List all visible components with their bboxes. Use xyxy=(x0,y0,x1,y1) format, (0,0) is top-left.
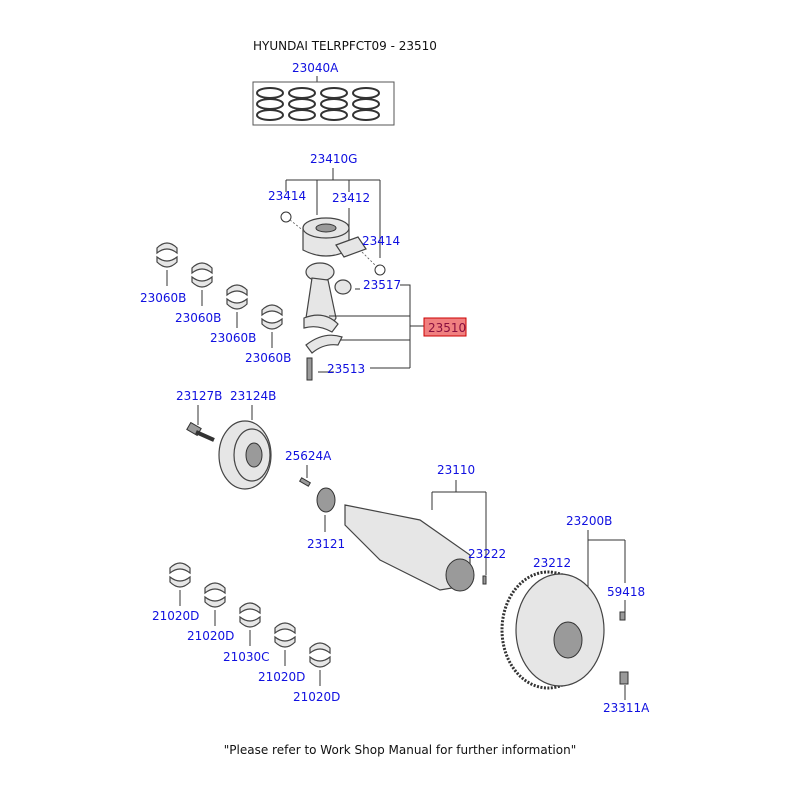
bearing-shell xyxy=(274,622,296,666)
bearing-shell xyxy=(169,562,191,606)
part-label-23121[interactable]: 23121 xyxy=(307,537,345,551)
part-label-21030C[interactable]: 21030C xyxy=(223,650,270,664)
bearing-shell xyxy=(309,642,331,686)
bearing-shell xyxy=(261,304,283,348)
part-label-23412[interactable]: 23412 xyxy=(332,191,370,205)
bearing-shell xyxy=(204,582,226,626)
piston-ring xyxy=(288,109,316,121)
part-label-23060B[interactable]: 23060B xyxy=(140,291,186,305)
part-label-23060B[interactable]: 23060B xyxy=(175,311,221,325)
part-label-23517[interactable]: 23517 xyxy=(363,278,401,292)
part-label-23060B[interactable]: 23060B xyxy=(245,351,291,365)
piston-assembly-drawing xyxy=(280,168,386,276)
part-label-23060B[interactable]: 23060B xyxy=(210,331,256,345)
part-label-23200B[interactable]: 23200B xyxy=(566,514,612,528)
part-label-21020D[interactable]: 21020D xyxy=(187,629,234,643)
crankshaft-drawing xyxy=(298,465,487,592)
bearing-shell xyxy=(191,262,213,306)
piston-ring xyxy=(320,109,348,121)
pulley-drawing xyxy=(186,405,272,490)
part-label-23510[interactable]: 23510 xyxy=(428,321,466,335)
diagram-title: HYUNDAI TELRPFCT09 - 23510 xyxy=(253,39,437,53)
part-label-23513[interactable]: 23513 xyxy=(327,362,365,376)
footer-note: "Please refer to Work Shop Manual for fu… xyxy=(224,743,576,757)
bearing-shell xyxy=(239,602,261,646)
part-label-23414[interactable]: 23414 xyxy=(268,189,306,203)
part-label-21020D[interactable]: 21020D xyxy=(293,690,340,704)
flywheel-drawing xyxy=(500,530,629,700)
piston-ring xyxy=(352,109,380,121)
bearing-shell xyxy=(226,284,248,328)
bearing-shells xyxy=(156,242,331,686)
part-label-23124B[interactable]: 23124B xyxy=(230,389,276,403)
part-label-23311A[interactable]: 23311A xyxy=(603,701,650,715)
part-label-23040A[interactable]: 23040A xyxy=(292,61,339,75)
highlight-box xyxy=(423,317,467,337)
part-label-21020D[interactable]: 21020D xyxy=(258,670,305,684)
part-label-23222[interactable]: 23222 xyxy=(468,547,506,561)
piston-ring xyxy=(256,109,284,121)
part-label-23212[interactable]: 23212 xyxy=(533,556,571,570)
part-label-25624A[interactable]: 25624A xyxy=(285,449,332,463)
part-label-23414[interactable]: 23414 xyxy=(362,234,400,248)
part-label-23410G[interactable]: 23410G xyxy=(310,152,357,166)
part-label-59418[interactable]: 59418 xyxy=(607,585,645,599)
piston-ring-set xyxy=(252,76,395,126)
connecting-rod-drawing xyxy=(303,262,467,381)
bearing-shell xyxy=(156,242,178,286)
part-label-23110[interactable]: 23110 xyxy=(437,463,475,477)
part-label-23127B[interactable]: 23127B xyxy=(176,389,222,403)
part-label-21020D[interactable]: 21020D xyxy=(152,609,199,623)
